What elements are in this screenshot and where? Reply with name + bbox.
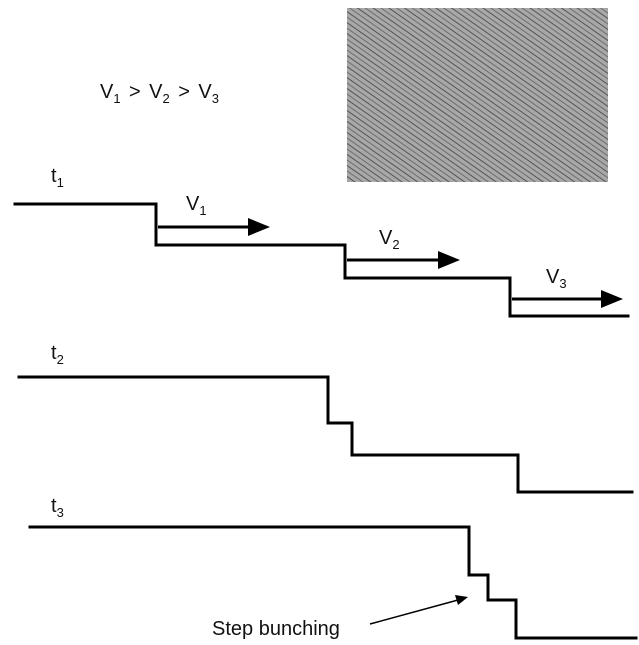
velocity-arrow-v2 — [347, 251, 460, 269]
velocity-arrow-v3 — [512, 290, 623, 308]
velocity-label-v2: V2 — [379, 227, 400, 252]
time-label-t2: t2 — [51, 342, 64, 367]
velocity-label-v3: V3 — [546, 266, 567, 291]
velocity-relation: V1 > V2 > V3 — [100, 81, 219, 107]
step-bunching-label: Step bunching — [212, 618, 340, 640]
step-profile-t2 — [19, 377, 632, 492]
step-bunching-pointer — [370, 595, 468, 624]
micrograph-image — [347, 8, 608, 182]
velocity-arrow-v1 — [158, 218, 270, 236]
time-label-t1: t1 — [51, 165, 64, 190]
time-label-t3: t3 — [51, 495, 64, 520]
velocity-label-v1: V1 — [186, 193, 207, 218]
